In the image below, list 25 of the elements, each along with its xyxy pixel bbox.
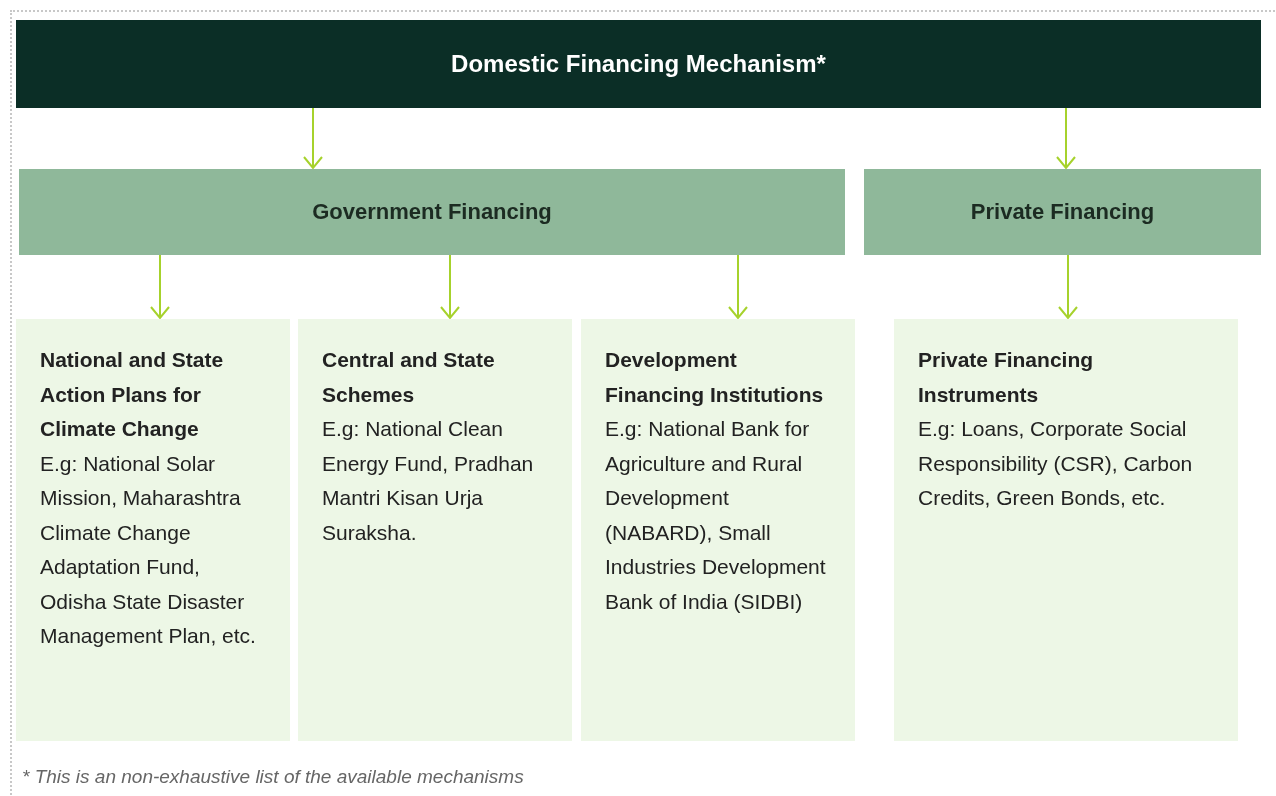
footnote: * This is an non-exhaustive list of the available mechanisms [22, 766, 524, 788]
detail-card [16, 319, 290, 741]
card-text: E.g: National Solar Mission, Maharashtra Climate Change Adaptation Fund, Odisha State Disaster Management Plan, etc. [40, 450, 257, 649]
card-heading: Central and State Schemes [322, 347, 496, 408]
bar-heading: Government Financing [312, 199, 552, 225]
arrow [1058, 254, 1078, 319]
detail-card [894, 319, 1238, 741]
header-bar [16, 20, 1261, 108]
card-text: E.g: National Bank for Agriculture and Rural Development (NABARD), Small Industries Development Bank of India (SIDBI) [605, 416, 827, 615]
card-heading: Private Financing Instruments [918, 347, 1095, 408]
arrow [150, 254, 170, 319]
arrow [1056, 107, 1076, 169]
detail-card [581, 319, 855, 741]
category-bar [864, 169, 1261, 255]
card-text: E.g: Loans, Corporate Social Responsibility (CSR), Carbon Credits, Green Bonds, etc. [918, 416, 1194, 511]
arrow [728, 254, 748, 319]
category-bar [19, 169, 845, 255]
card-heading: Development Financing Institutions [605, 347, 825, 408]
card-text: E.g: National Clean Energy Fund, Pradhan Mantri Kisan Urja Suraksha. [322, 416, 535, 546]
detail-card [298, 319, 572, 741]
arrow [303, 107, 323, 169]
bar-heading: Domestic Financing Mechanism* [451, 50, 826, 78]
bar-heading: Private Financing [970, 199, 1155, 225]
card-heading: National and State Action Plans for Climate Change [40, 347, 225, 442]
arrow [440, 254, 460, 319]
